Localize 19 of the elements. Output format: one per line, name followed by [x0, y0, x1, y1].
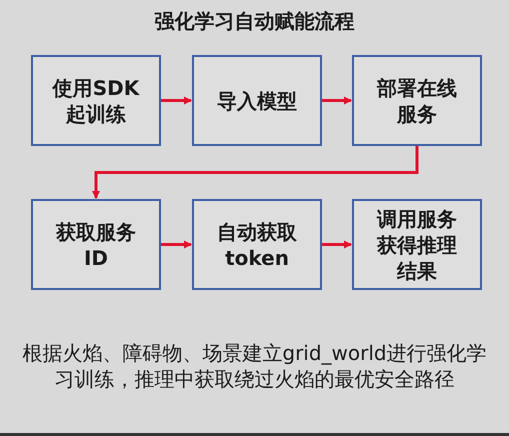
arrow [161, 96, 192, 104]
box-label: 导入模型 [216, 88, 298, 114]
box-label: 部署在线服务 [376, 74, 458, 126]
description-text: 根据火焰、障碍物、场景建立grid_world进行强化学习训练，推理中获取绕过火焰的最优安全路径 [21, 340, 488, 392]
arrow [322, 240, 352, 248]
box-label: 使用SDK起训练 [52, 74, 140, 126]
arrow [161, 240, 192, 248]
process-box [192, 55, 322, 146]
process-box [352, 199, 482, 290]
arrow [92, 146, 418, 199]
box-label: 获取服务ID [55, 218, 137, 270]
arrow [322, 96, 352, 104]
process-box [31, 199, 161, 290]
box-label: 自动获取token [216, 218, 298, 270]
process-box [352, 55, 482, 146]
process-box [31, 55, 161, 146]
process-box [192, 199, 322, 290]
title: 强化学习自动赋能流程 [154, 8, 356, 35]
box-label: 调用服务获得推理结果 [376, 206, 458, 284]
